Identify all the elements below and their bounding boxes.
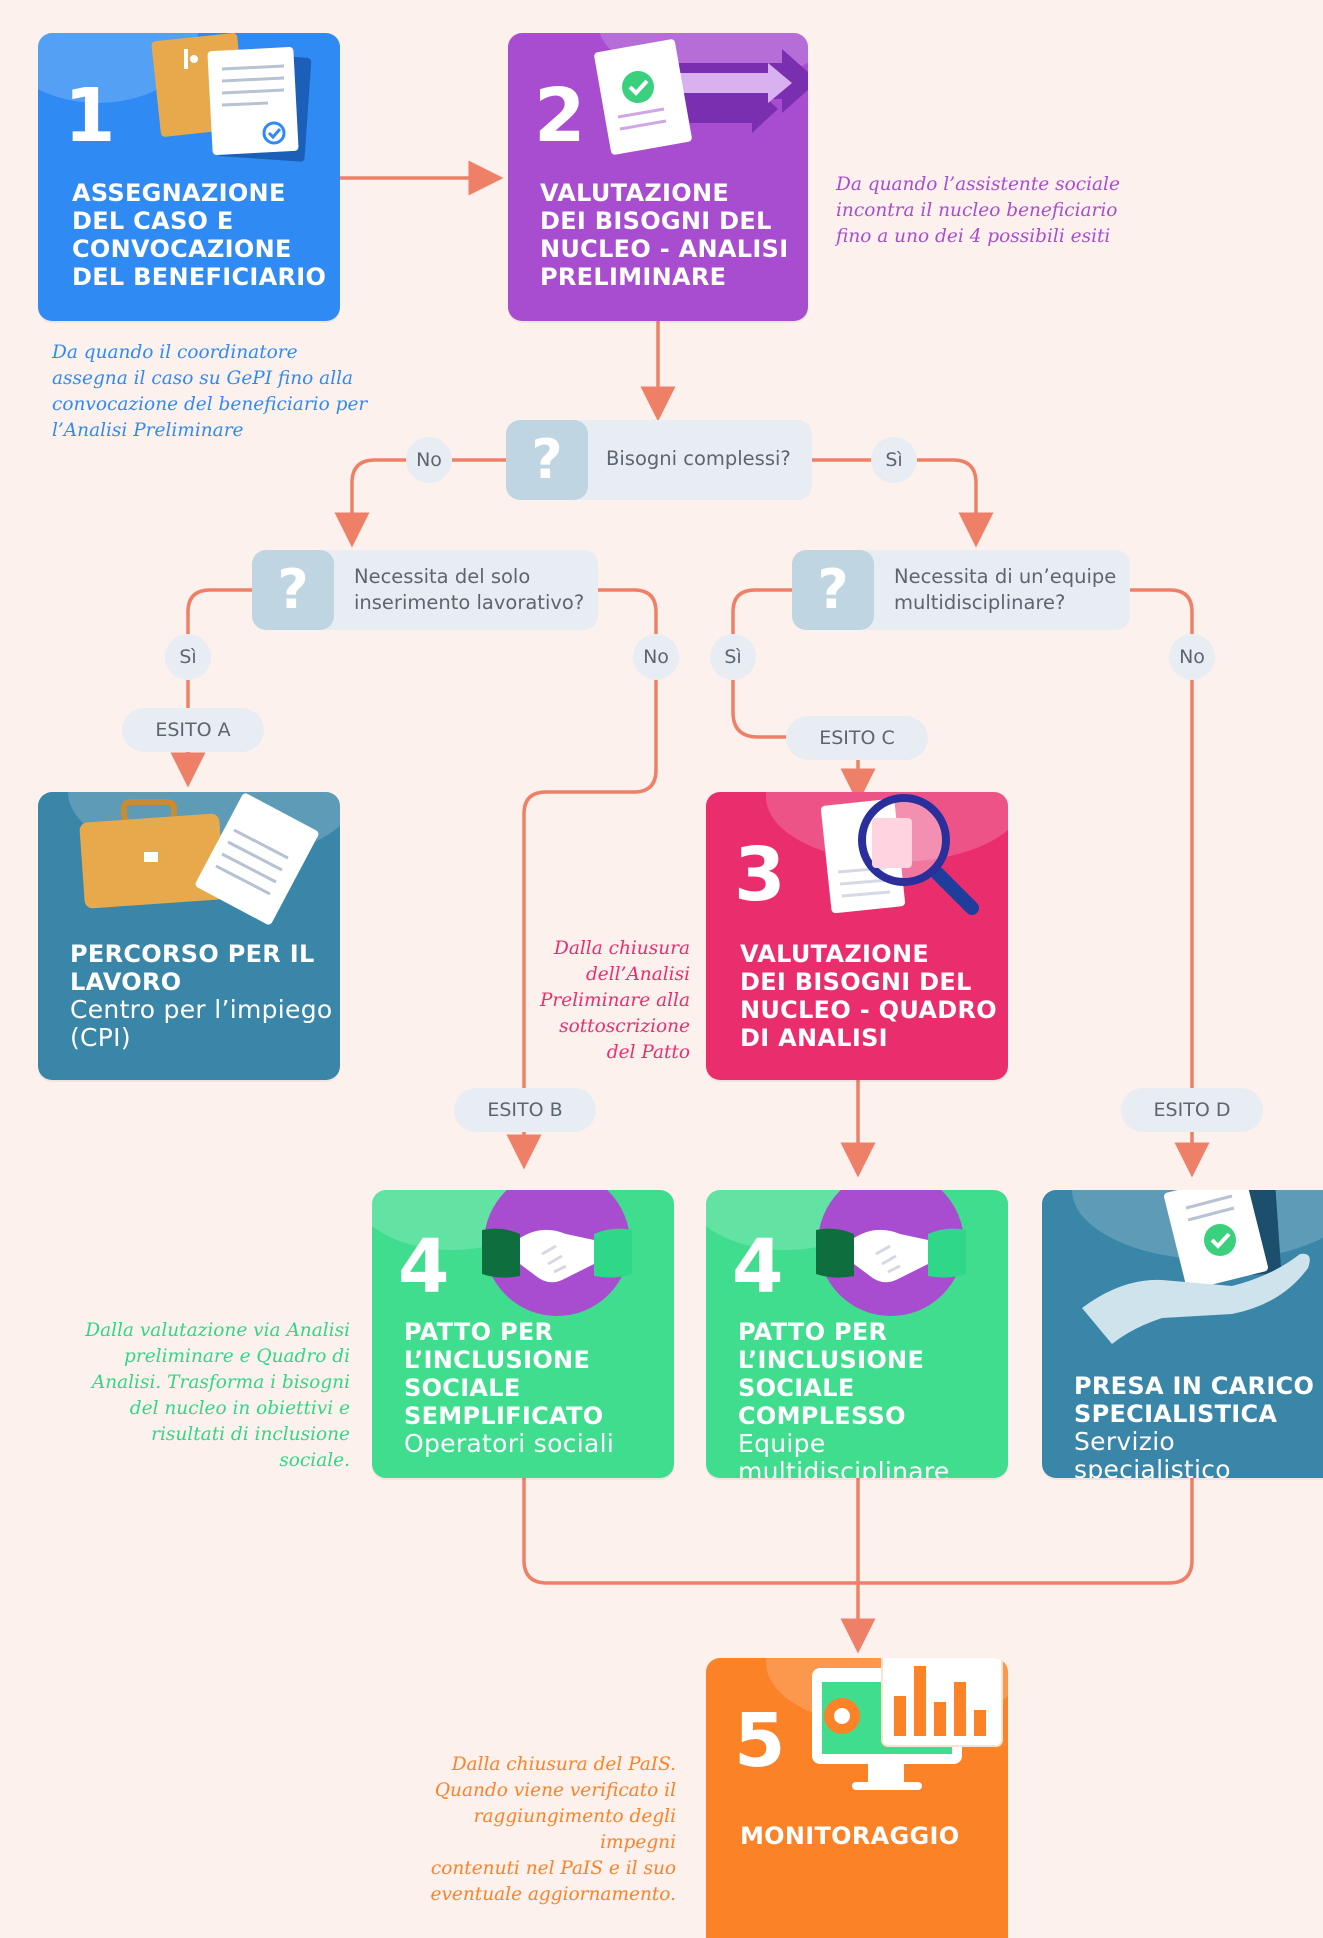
question-inserimento-lavorativo: ? Necessita del solo inserimento lavorat… bbox=[252, 550, 598, 630]
question-mark-icon: ? bbox=[252, 550, 334, 630]
specialist-card: PRESA IN CARICO SPECIALISTICA Servizio s… bbox=[1042, 1190, 1323, 1478]
work-path-card: PERCORSO PER IL LAVORO Centro per l’impi… bbox=[38, 792, 340, 1080]
step3-number: 3 bbox=[734, 832, 786, 918]
step4b-subtitle: Equipe multidisciplinare bbox=[738, 1429, 950, 1479]
document-envelope-icon bbox=[118, 33, 318, 169]
step4a-subtitle-wrap: Operatori sociali bbox=[404, 1430, 614, 1458]
line-q2-no-esitoB bbox=[506, 588, 658, 1170]
step2-card: 2 VALUTAZIONE DEI BISOGNI DEL NUCLEO - A… bbox=[508, 33, 808, 321]
answer-no-q1: No bbox=[406, 437, 452, 483]
work-path-title: PERCORSO PER IL LAVORO bbox=[70, 940, 315, 996]
outcome-esito-a: ESITO A bbox=[122, 708, 264, 752]
outcome-esito-d: ESITO D bbox=[1121, 1088, 1263, 1132]
step3-card: 3 VALUTAZIONE DEI BISOGNI DEL NUCLEO - Q… bbox=[706, 792, 1008, 1080]
step2-title: VALUTAZIONE DEI BISOGNI DEL NUCLEO - ANA… bbox=[540, 179, 789, 291]
answer-no-q2: No bbox=[633, 634, 679, 680]
answer-si-q3: Sì bbox=[710, 634, 756, 680]
step4b-subtitle-wrap: Equipe multidisciplinare bbox=[738, 1429, 1008, 1479]
step4b-number: 4 bbox=[732, 1224, 784, 1310]
briefcase-icon bbox=[74, 792, 334, 932]
specialist-title: PRESA IN CARICO SPECIALISTICA bbox=[1074, 1372, 1315, 1428]
question-bisogni-complessi: ? Bisogni complessi? bbox=[506, 420, 812, 500]
step1-number: 1 bbox=[64, 73, 116, 159]
specialist-subtitle-wrap: Servizio specialistico bbox=[1074, 1427, 1323, 1479]
note-step1: Da quando il coordinatore assegna il cas… bbox=[52, 342, 368, 441]
line-q3-no-esitoD bbox=[1128, 588, 1210, 1178]
specialist-subtitle: Servizio specialistico bbox=[1074, 1427, 1231, 1479]
step3-title: VALUTAZIONE DEI BISOGNI DEL NUCLEO - QUA… bbox=[740, 940, 997, 1052]
answer-no-q3: No bbox=[1169, 634, 1215, 680]
step4-complesso-card: 4 PATTO PER L’INCLUSIONE SOCIALE COMPLES… bbox=[706, 1190, 1008, 1478]
handshake-icon bbox=[482, 1190, 632, 1318]
step5-number: 5 bbox=[734, 1698, 786, 1784]
note-step5: Dalla chiusura del PaIS. Quando viene ve… bbox=[430, 1754, 676, 1905]
note-step3: Dalla chiusura dell’Analisi Preliminare … bbox=[539, 938, 690, 1063]
question-mark-icon: ? bbox=[506, 420, 588, 500]
question-text: Necessita del solo inserimento lavorativ… bbox=[354, 565, 585, 614]
step2-number: 2 bbox=[534, 73, 586, 159]
line-q1-to-si bbox=[810, 458, 994, 548]
handshake-icon bbox=[816, 1190, 966, 1318]
monitor-chart-icon bbox=[802, 1658, 1008, 1808]
note-step2: Da quando l’assistente sociale incontra … bbox=[836, 174, 1120, 247]
step1-title: ASSEGNAZIONE DEL CASO E CONVOCAZIONE DEL… bbox=[72, 179, 327, 291]
outcome-esito-c: ESITO C bbox=[786, 716, 928, 760]
question-mark-icon: ? bbox=[792, 550, 874, 630]
answer-si-q1: Sì bbox=[871, 437, 917, 483]
magnifier-document-icon bbox=[816, 792, 986, 928]
checked-document-arrows-icon bbox=[592, 33, 808, 163]
step5-card: 5 MONITORAGGIO bbox=[706, 1658, 1008, 1938]
step1-card: 1 ASSEGNAZIONE DEL CASO E CONVOCAZIONE D… bbox=[38, 33, 340, 321]
step4a-title: PATTO PER L’INCLUSIONE SOCIALE SEMPLIFIC… bbox=[404, 1318, 604, 1430]
step4a-subtitle: Operatori sociali bbox=[404, 1429, 615, 1458]
question-equipe-multidisciplinare: ? Necessita di un’equipe multidisciplina… bbox=[792, 550, 1130, 630]
hand-document-icon bbox=[1082, 1190, 1322, 1348]
step4a-number: 4 bbox=[398, 1224, 450, 1310]
outcome-esito-b: ESITO B bbox=[454, 1088, 596, 1132]
question-text: Necessita di un’equipe multidisciplinare… bbox=[894, 565, 1117, 614]
line-q1-to-no bbox=[334, 458, 508, 548]
answer-si-q2: Sì bbox=[165, 634, 211, 680]
work-path-subtitle: Centro per l’impiego (CPI) bbox=[70, 995, 333, 1052]
step4-semplificato-card: 4 PATTO PER L’INCLUSIONE SOCIALE SEMPLIF… bbox=[372, 1190, 674, 1478]
work-path-subtitle-wrap: Centro per l’impiego (CPI) bbox=[70, 996, 332, 1052]
question-text: Bisogni complessi? bbox=[606, 447, 791, 470]
note-step4: Dalla valutazione via Analisi preliminar… bbox=[85, 1320, 350, 1471]
step5-title: MONITORAGGIO bbox=[740, 1822, 960, 1850]
step4b-title: PATTO PER L’INCLUSIONE SOCIALE COMPLESSO bbox=[738, 1318, 925, 1430]
